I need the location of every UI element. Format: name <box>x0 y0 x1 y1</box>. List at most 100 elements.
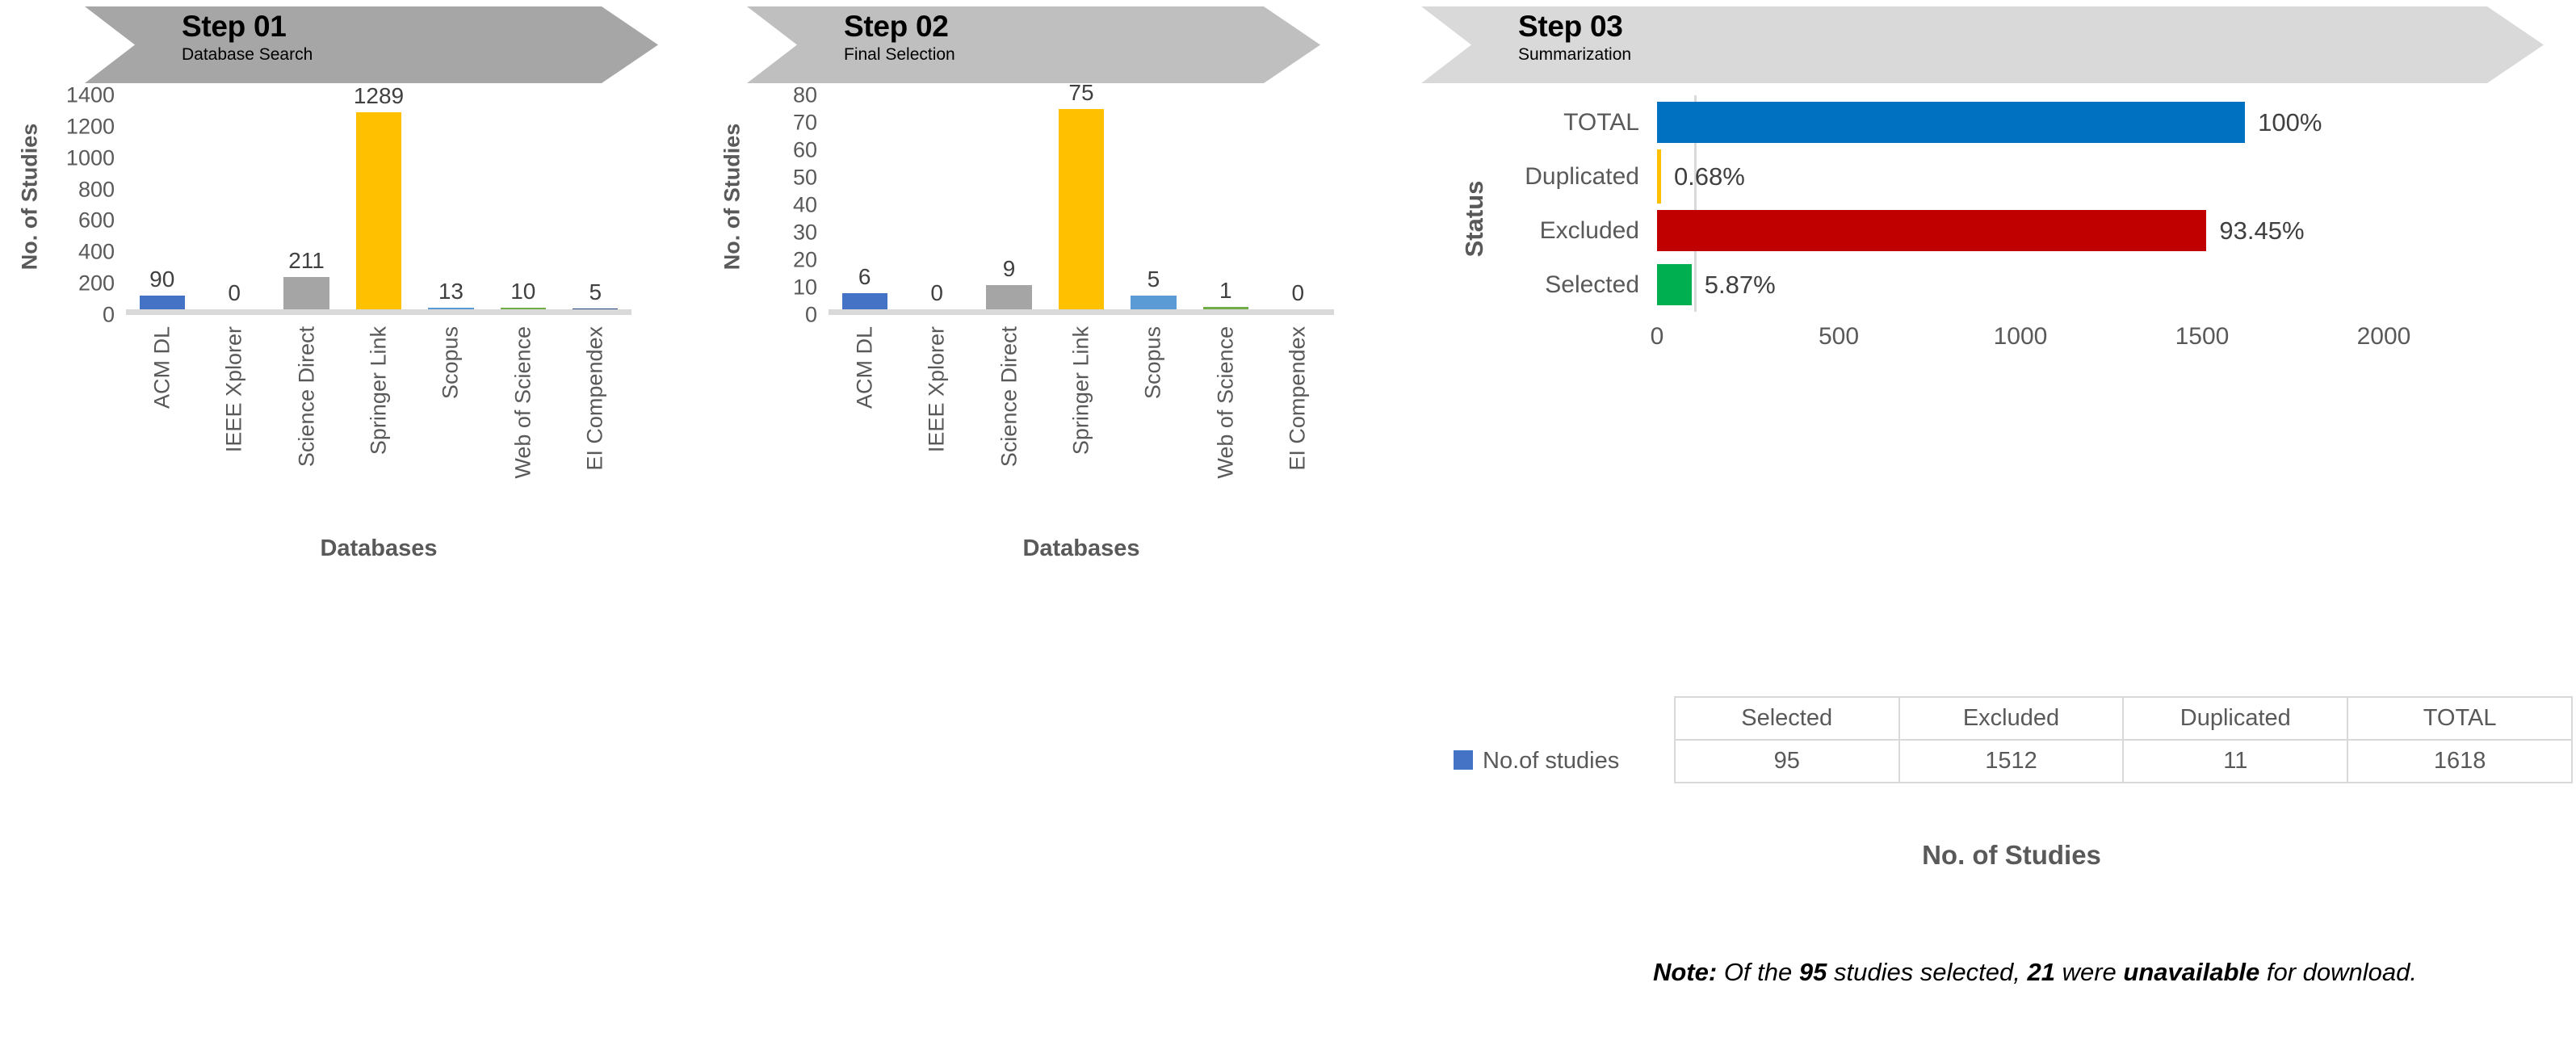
note-text-2: studies selected, <box>1827 958 2028 986</box>
chart3-axis-line <box>1694 95 1697 312</box>
legend-label: No.of studies <box>1483 748 1620 774</box>
chart1-x-label: Web of Science <box>510 326 535 479</box>
chart1-bar-column: 13 <box>415 95 487 309</box>
chart2-y-tick: 40 <box>792 192 817 217</box>
chart3-bar <box>1657 149 1661 204</box>
chart2-bar: 5 <box>1131 267 1177 309</box>
chart1-x-label: EI Compendex <box>582 326 607 471</box>
chart2-bar-column: 0 <box>1262 95 1334 309</box>
chart2-bar: 9 <box>986 256 1032 309</box>
chart1-bar: 1289 <box>354 83 404 309</box>
table-cell-excluded: 1512 <box>1898 739 2125 783</box>
table-legend-cell: No.of studies <box>1450 740 1675 783</box>
table-header-row: Selected Excluded Duplicated TOTAL <box>1450 696 2573 741</box>
chevron-shape-02 <box>747 6 1320 83</box>
chart3-value-label: 100% <box>2258 107 2322 136</box>
chart1-bar: 90 <box>139 267 185 309</box>
chart2-y-tick: 70 <box>792 110 817 135</box>
chart2-x-label: EI Compendex <box>1285 326 1310 471</box>
chart1-value-label: 1289 <box>353 83 405 109</box>
chart1-value-label: 10 <box>510 279 536 304</box>
chart2-y-tick: 60 <box>792 137 817 162</box>
chart1-x-label: IEEE Xplorer <box>221 326 246 453</box>
step-banner-02: Step 02 Final Selection <box>747 6 1320 83</box>
chart3-track: 5.87% <box>1657 258 2384 312</box>
chart2-x-label-cell: Scopus <box>1118 326 1189 528</box>
chart1-bar-column: 1289 <box>342 83 414 309</box>
chart2-y-tick: 20 <box>792 247 817 272</box>
chart1-bar: 13 <box>428 279 474 309</box>
chart3-bar <box>1657 210 2207 251</box>
table-cell-duplicated: 11 <box>2122 739 2349 783</box>
chart1-bar-column: 211 <box>271 95 342 309</box>
chart1-bar: 10 <box>500 279 546 309</box>
step-subtitle-02: Final Selection <box>844 44 955 64</box>
chart3-value-label: 93.45% <box>2219 216 2305 245</box>
table-header-total: TOTAL <box>2347 696 2573 741</box>
chart1-value-label: 5 <box>589 279 602 305</box>
chart1-bar-column: 5 <box>560 95 631 309</box>
chart2-bar-column: 75 <box>1045 80 1117 309</box>
chart1-y-tick: 800 <box>78 177 115 202</box>
chevron-shape-01 <box>85 6 658 83</box>
chart1-baseline <box>126 309 631 315</box>
chart3-track: 0.68% <box>1657 149 2384 204</box>
chart2-y-axis-title: No. of Studies <box>720 123 745 271</box>
chart2-y-tick: 10 <box>792 275 817 300</box>
chart1-x-label-cell: ACM DL <box>126 326 198 528</box>
table-row: No.of studies 95 1512 11 1618 <box>1450 739 2573 783</box>
chart2-x-label-cell: Springer Link <box>1045 326 1117 528</box>
chart2-bar-column: 0 <box>900 95 972 309</box>
chart3-bar <box>1657 102 2246 143</box>
chart1-bar-column: 90 <box>126 95 198 309</box>
note-text: Note: Of the 95 studies selected, 21 wer… <box>1502 955 2568 990</box>
chart2-bar: 1 <box>1202 278 1248 309</box>
chart1-x-label: Science Direct <box>294 326 319 468</box>
chart1-y-tick: 400 <box>78 239 115 264</box>
chart3-x-axis-title: No. of Studies <box>1922 840 2101 870</box>
note-bold-2: 21 <box>2027 958 2055 986</box>
chart3-row: Selected 5.87% <box>1455 258 2384 312</box>
chart1-bar-column: 0 <box>198 95 270 309</box>
chart2-x-label-cell: Web of Science <box>1189 326 1261 528</box>
chart1-y-tick: 1400 <box>65 82 115 107</box>
chart1-x-label-cell: Science Direct <box>271 326 342 528</box>
chart2-bar-column: 9 <box>973 95 1045 309</box>
chart1-x-axis-title: Databases <box>320 535 438 561</box>
step-subtitle-01: Database Search <box>182 44 313 64</box>
chart3-value-label: 0.68% <box>1673 162 1745 191</box>
table-header-selected: Selected <box>1673 696 1900 741</box>
note-text-3: were <box>2054 958 2117 986</box>
chart1-y-tick: 0 <box>102 302 115 327</box>
step-title-02: Step 02 <box>844 10 949 43</box>
chart1-x-label-cell: IEEE Xplorer <box>198 326 270 528</box>
chevron-shape-03 <box>1421 6 2544 83</box>
chart2-value-label: 9 <box>1002 256 1016 282</box>
chart1-y-tick: 600 <box>78 208 115 233</box>
chart3-category-label: TOTAL <box>1563 108 1639 136</box>
chart1-y-tick: 200 <box>78 271 115 296</box>
chart3-x-tick: 1000 <box>1993 323 2048 350</box>
table-cell-total: 1618 <box>2347 739 2573 783</box>
chart2-x-label: Springer Link <box>1068 326 1093 456</box>
note-bold-1: 95 <box>1798 958 1827 986</box>
chart1-value-label: 0 <box>228 280 241 305</box>
chart2-x-label: Scopus <box>1140 326 1165 400</box>
chart1-x-label: Scopus <box>438 326 463 400</box>
chart2-x-axis-title: Databases <box>1022 535 1140 561</box>
table-cell-selected: 95 <box>1673 739 1900 783</box>
chart1-y-axis-title: No. of Studies <box>17 123 42 271</box>
chart2-value-label: 5 <box>1147 267 1160 292</box>
chart2-bar: 6 <box>841 264 887 309</box>
chart3-category-label: Selected <box>1545 271 1639 298</box>
chart3-x-tick: 500 <box>1818 323 1860 350</box>
chart3-x-tick: 2000 <box>2356 323 2411 350</box>
chart2-bar-column: 5 <box>1118 95 1189 309</box>
step-banner-text-01: Step 01 Database Search <box>182 10 313 64</box>
